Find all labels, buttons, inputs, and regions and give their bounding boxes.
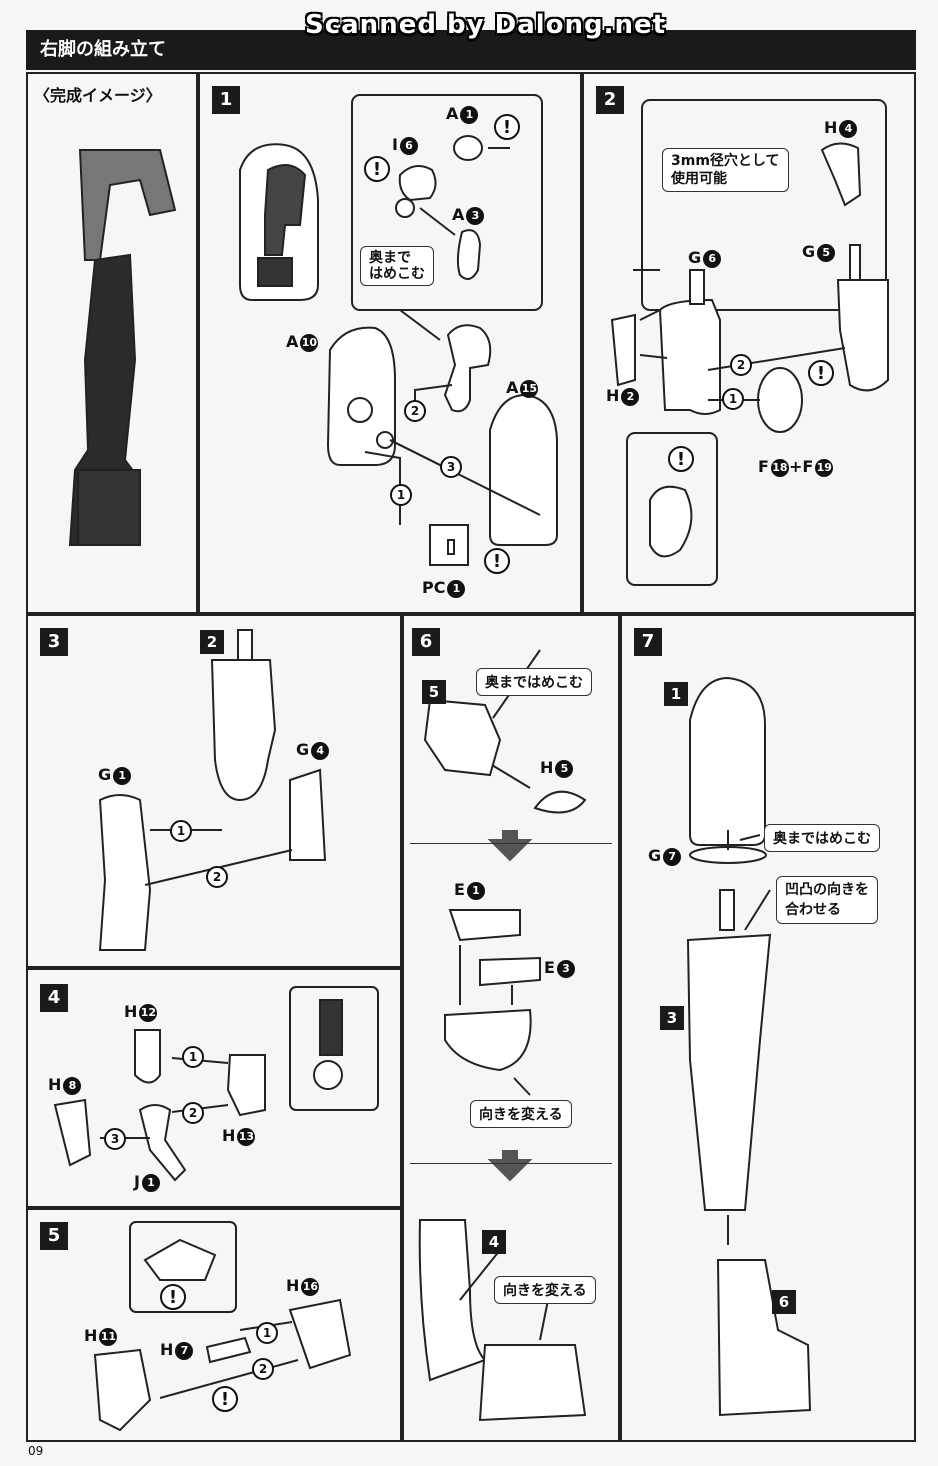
warning-icon: ! <box>160 1284 186 1310</box>
section-title: 右脚の組み立て <box>26 30 916 70</box>
note-change-direction-2: 向きを変える <box>494 1276 596 1304</box>
warning-icon: ! <box>364 156 390 182</box>
scanner-watermark: Scanned by Dalong.net <box>305 10 667 40</box>
panel-step-1 <box>198 72 582 614</box>
sub-assembly-badge-5: 5 <box>422 680 446 704</box>
sub-assembly-badge-6: 6 <box>772 1290 796 1314</box>
step-badge-6: 6 <box>412 628 440 656</box>
sequence-marker-2: 2 <box>404 400 426 422</box>
sequence-marker-2: 2 <box>182 1102 204 1124</box>
panel-step-3 <box>26 614 402 968</box>
sequence-marker-1: 1 <box>722 388 744 410</box>
warning-icon: ! <box>484 548 510 574</box>
sequence-marker-1: 1 <box>170 820 192 842</box>
note-press-fully-step7: 奥まではめこむ <box>764 824 880 852</box>
sequence-marker-1: 1 <box>390 484 412 506</box>
sub-assembly-badge-2: 2 <box>200 630 224 654</box>
note-press-fully-step1: 奥まではめこむ <box>360 246 434 286</box>
step-badge-4: 4 <box>40 984 68 1012</box>
sequence-marker-2: 2 <box>206 866 228 888</box>
step-badge-1: 1 <box>212 86 240 114</box>
panel-finished-image <box>26 72 198 614</box>
panel-step-2 <box>582 72 916 614</box>
note-change-direction-1: 向きを変える <box>470 1100 572 1128</box>
panel-step-4 <box>26 968 402 1208</box>
note-press-fully-step6: 奥まではめこむ <box>476 668 592 696</box>
sequence-marker-3: 3 <box>440 456 462 478</box>
step-badge-5: 5 <box>40 1222 68 1250</box>
sequence-marker-2: 2 <box>252 1358 274 1380</box>
panel-step-6 <box>402 614 620 1442</box>
divider <box>410 1163 612 1164</box>
sequence-marker-1: 1 <box>182 1046 204 1068</box>
sequence-marker-2: 2 <box>730 354 752 376</box>
sub-assembly-badge-4: 4 <box>482 1230 506 1254</box>
finished-image-caption: 〈完成イメージ〉 <box>34 86 162 105</box>
sequence-marker-3: 3 <box>104 1128 126 1150</box>
divider <box>410 843 612 844</box>
step-badge-7: 7 <box>634 628 662 656</box>
step-badge-3: 3 <box>40 628 68 656</box>
warning-icon: ! <box>494 114 520 140</box>
sequence-marker-1: 1 <box>256 1322 278 1344</box>
title-text: 右脚の組み立て <box>40 39 166 60</box>
note-3mm-hole: 3mm径穴として使用可能 <box>662 148 789 192</box>
warning-icon: ! <box>808 360 834 386</box>
sub-assembly-badge-3: 3 <box>660 1006 684 1030</box>
warning-icon: ! <box>212 1386 238 1412</box>
sub-assembly-badge-1: 1 <box>664 682 688 706</box>
panel-step-5 <box>26 1208 402 1442</box>
step-badge-2: 2 <box>596 86 624 114</box>
warning-icon: ! <box>668 446 694 472</box>
note-align-notches: 凹凸の向きを合わせる <box>776 876 878 924</box>
panel-step-7 <box>620 614 916 1442</box>
page-number: 09 <box>28 1444 44 1458</box>
